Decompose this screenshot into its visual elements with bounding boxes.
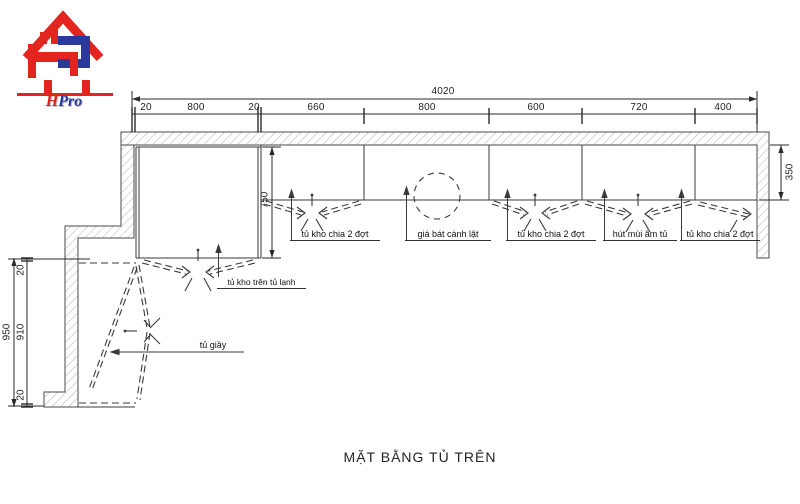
drawing-title: MẶT BẰNG TỦ TRÊN xyxy=(343,449,497,465)
hidden-lines xyxy=(79,262,136,404)
label-range-hood: hút mùi âm tủ xyxy=(603,229,677,241)
cabinet-lines xyxy=(78,145,757,408)
dim-seg-800a: 800 xyxy=(187,102,205,113)
label-storage-cabinet-2: tủ kho chia 2 đợt xyxy=(506,229,596,241)
wall-left xyxy=(43,144,135,408)
dim-left-gap-bottom: 20 xyxy=(15,389,27,401)
label-dish-rack: giá bát cánh lật xyxy=(405,229,491,241)
dim-left-inner: 910 xyxy=(15,323,27,341)
dimension-lines xyxy=(8,91,789,408)
dim-seg-600: 600 xyxy=(527,102,545,113)
dim-seg-800b: 800 xyxy=(418,102,436,113)
label-leaders xyxy=(109,185,685,356)
dim-seg-720: 720 xyxy=(630,102,648,113)
walls xyxy=(43,131,770,408)
dim-total: 4020 xyxy=(431,86,455,97)
door-symbols xyxy=(88,172,752,401)
dimension-arrows xyxy=(11,96,784,407)
dim-left-overall: 950 xyxy=(1,323,13,341)
dim-seg-400: 400 xyxy=(714,102,732,113)
brand-name: HPro xyxy=(46,93,82,111)
dim-fridge-depth: 750 xyxy=(259,191,271,209)
dim-left-gap-top: 20 xyxy=(15,264,27,276)
dim-upper-depth: 350 xyxy=(784,163,796,181)
dim-seg-660: 660 xyxy=(307,102,325,113)
label-fridge-cabinet: tủ kho trên tủ lạnh xyxy=(217,277,306,289)
label-shoe-cabinet: tủ giầy xyxy=(199,340,227,350)
label-storage-cabinet-3: tủ kho chia 2 đợt xyxy=(680,229,760,241)
brand-initial: H xyxy=(45,93,59,110)
label-storage-cabinet-1: tủ kho chia 2 đợt xyxy=(290,229,380,241)
dim-seg-20b: 20 xyxy=(248,102,260,113)
dim-seg-20a: 20 xyxy=(140,102,152,113)
hpro-logo-icon xyxy=(17,10,113,96)
brand-rest: Pro xyxy=(58,93,83,110)
